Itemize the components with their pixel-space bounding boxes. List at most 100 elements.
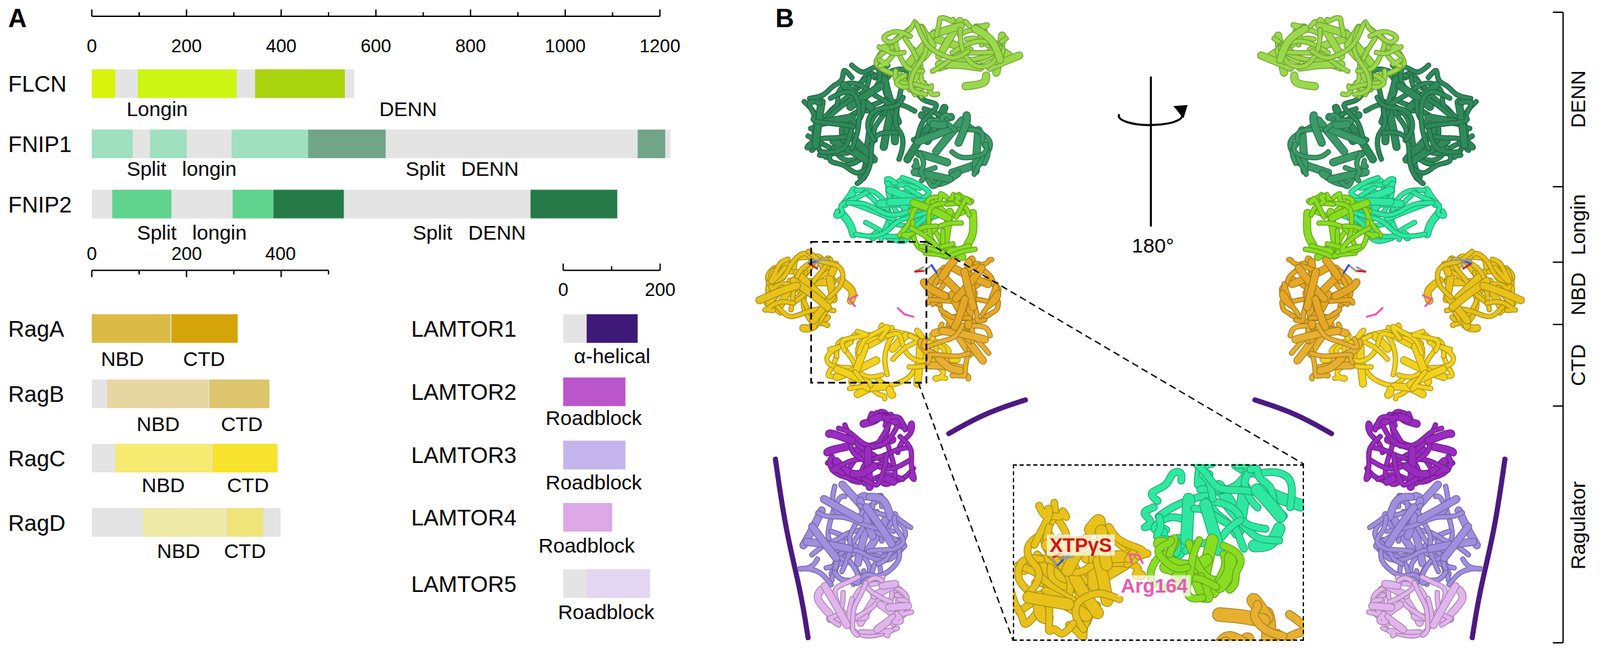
ribbon [824, 585, 847, 625]
panel-letter: A [8, 5, 27, 32]
domain-label: Split longin [126, 158, 237, 180]
ribbon [1371, 606, 1391, 608]
ribbon-outline [765, 301, 794, 311]
ribbon-outline [824, 498, 861, 520]
ribbon [828, 433, 852, 440]
domain-label: Roadblock [545, 407, 643, 429]
ribbon [1280, 29, 1306, 60]
ligand-stick [898, 308, 905, 315]
ligand-stick [931, 265, 937, 273]
domain-segment [91, 129, 133, 159]
ligand-stick [849, 299, 856, 307]
ribbon [894, 612, 902, 623]
ribbon-outline [1312, 24, 1364, 59]
ribbon-outline [1075, 593, 1120, 629]
ribbon [967, 213, 974, 245]
ribbon [1315, 299, 1326, 328]
ribbon-outline [1414, 582, 1428, 635]
ribbon [917, 24, 969, 59]
domain-segment [209, 379, 270, 408]
ribbon [1048, 607, 1074, 634]
axis-tick [611, 12, 613, 17]
residue-label: Arg164 [1118, 575, 1190, 597]
ribbon [1313, 115, 1322, 143]
axis-number: 400 [266, 36, 297, 55]
ribbon [965, 75, 986, 87]
protein-name: LAMTOR3 [411, 443, 517, 467]
domain-segment [637, 129, 666, 159]
domain-bars [91, 69, 671, 599]
region-label: CTD [1568, 344, 1589, 387]
domain-segment [273, 190, 345, 219]
axis-tick [375, 9, 377, 17]
ribbon-outline [830, 91, 859, 149]
ribbon [838, 83, 895, 110]
protein-name: RagD [8, 511, 66, 534]
domain-label: Roadblock [538, 535, 635, 556]
ribbon [804, 101, 854, 127]
ligand-stick [924, 265, 933, 271]
ribbon [1433, 585, 1456, 625]
domain-segment [226, 507, 264, 537]
domain-segment [91, 314, 171, 343]
zoom-leader [918, 382, 1014, 641]
ribbon-outline [1048, 607, 1074, 634]
domain-label: NBD [156, 541, 200, 562]
ribbon-outline [1158, 539, 1188, 569]
ribbon [770, 259, 788, 282]
helix-strand [949, 399, 1026, 434]
ribbon-outline [867, 97, 903, 140]
ribbon [1158, 539, 1188, 569]
ribbon-outline [1294, 75, 1315, 87]
ribbon [1385, 583, 1398, 586]
ribbon [759, 285, 797, 301]
axis-number: 200 [171, 36, 202, 55]
ribbon [1281, 292, 1298, 315]
ribbon-outline [841, 213, 854, 235]
ribbon [1486, 301, 1516, 311]
protein-bar [563, 569, 651, 599]
protein-structure [759, 17, 1026, 638]
ribbon [830, 91, 859, 149]
ribbon [852, 582, 867, 635]
ribbon-outline [882, 583, 895, 586]
ribbon [1379, 612, 1387, 623]
ribbon-outline [1433, 446, 1453, 453]
ribbon [900, 436, 915, 480]
ribbon [1285, 614, 1305, 639]
domain-segment [112, 190, 172, 219]
ribbon [889, 606, 909, 608]
domain-label: α-helical [574, 346, 651, 367]
ribbon [1411, 371, 1431, 389]
ribbon [853, 466, 875, 475]
domain-segment [308, 129, 386, 159]
ribbon [1369, 31, 1397, 43]
domain-segment [137, 69, 237, 98]
domain-label: Roadblock [545, 472, 643, 493]
domain-label: CTD [226, 475, 269, 496]
ribbon-outline [809, 101, 821, 115]
axis-tick [280, 270, 282, 277]
axis-number: 200 [171, 245, 203, 264]
axis-tick [280, 9, 282, 17]
ribbon [1250, 468, 1284, 516]
ribbon-outline [1375, 416, 1397, 430]
ribbon-outline [879, 46, 904, 54]
ribbon [1294, 75, 1315, 87]
domain-label: NBD [141, 475, 185, 496]
ribbon-outline [827, 446, 847, 453]
axis-tick [517, 12, 519, 17]
protein-bar [91, 379, 270, 408]
axis-line [91, 269, 329, 271]
bracket-tick [1553, 323, 1564, 326]
ribbon-outline [910, 228, 939, 252]
protein-name: LAMTOR1 [411, 317, 517, 340]
domain-label: Split longin [137, 222, 248, 244]
ribbon [841, 331, 867, 351]
ribbon-outline [1371, 606, 1391, 608]
ribbon [864, 454, 888, 485]
ribbon [1386, 83, 1443, 110]
ribbon-outline [828, 433, 852, 440]
ribbon [956, 198, 971, 217]
region-label: Longin [1568, 194, 1589, 256]
